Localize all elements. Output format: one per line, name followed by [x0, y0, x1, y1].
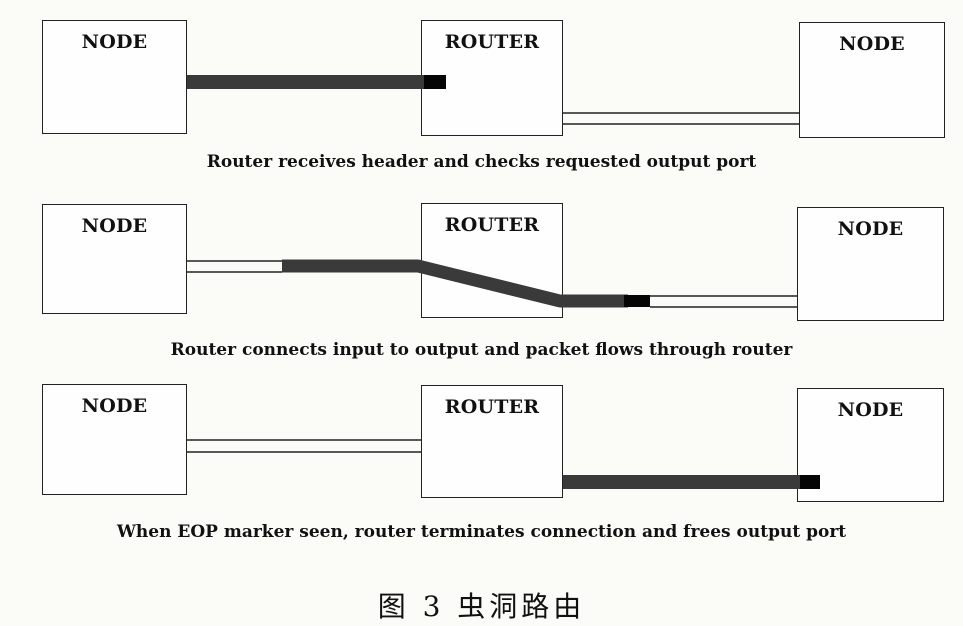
- header-flit-2: [624, 295, 650, 307]
- eop-marker-3: [800, 475, 820, 489]
- node-right-box-2: NODE: [797, 207, 944, 321]
- node-right-label-2: NODE: [837, 218, 904, 240]
- node-left-label-1: NODE: [81, 31, 148, 53]
- node-right-label-1: NODE: [839, 33, 905, 55]
- node-left-label-3: NODE: [81, 395, 148, 417]
- node-right-box-1: NODE: [799, 22, 945, 138]
- router-label-3: ROUTER: [444, 396, 540, 418]
- node-left-box-1: NODE: [42, 20, 187, 134]
- node-left-box-2: NODE: [42, 204, 187, 314]
- panel-caption-2: Router connects input to output and pack…: [170, 340, 793, 360]
- router-label-1: ROUTER: [444, 31, 540, 53]
- node-left-label-2: NODE: [81, 215, 148, 237]
- router-label-2: ROUTER: [444, 214, 540, 236]
- packet-path-through-router-2: [282, 259, 628, 308]
- panel-1-links: [187, 75, 799, 125]
- node-right-box-3: NODE: [797, 388, 944, 502]
- input-link-idle-3: [187, 439, 421, 453]
- output-link-idle-2: [650, 295, 797, 308]
- output-link-active-3: [563, 475, 800, 489]
- header-flit-1: [424, 75, 446, 89]
- panel-3-links: [187, 439, 820, 489]
- panel-2-links: [187, 259, 797, 308]
- output-link-idle-1: [563, 112, 799, 125]
- node-left-box-3: NODE: [42, 384, 187, 495]
- router-box-3: ROUTER: [421, 385, 563, 498]
- panel-caption-1: Router receives header and checks reques…: [206, 152, 757, 172]
- input-link-idle-2: [187, 260, 282, 273]
- input-link-active-1: [187, 75, 424, 89]
- figure-caption: 图 3 虫洞路由: [377, 590, 586, 623]
- node-right-label-3: NODE: [837, 399, 904, 421]
- panel-caption-3: When EOP marker seen, router terminates …: [116, 522, 847, 542]
